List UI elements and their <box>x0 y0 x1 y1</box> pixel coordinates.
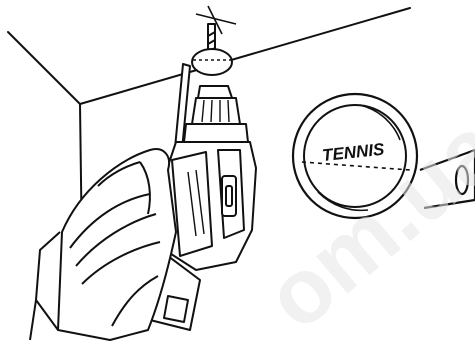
gloved-hand <box>30 149 176 340</box>
